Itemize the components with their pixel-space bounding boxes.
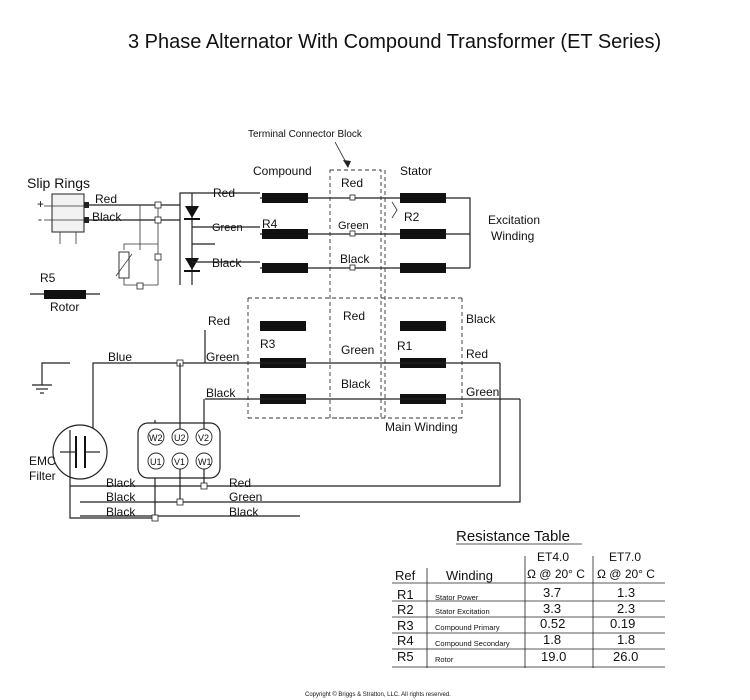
diode-bottom-icon <box>185 258 199 270</box>
row-r5-et7: 26.0 <box>613 649 638 664</box>
rotor-label: Rotor <box>50 300 79 314</box>
slip-red-label: Red <box>95 192 117 206</box>
out-red-label: Red <box>229 476 251 490</box>
slip-red-wire <box>89 192 260 206</box>
blue-wire <box>92 362 205 430</box>
row-r5-et4: 19.0 <box>541 649 566 664</box>
green-output-wire <box>80 399 521 503</box>
stator-label: Stator <box>400 164 432 178</box>
et7-unit-header: Ω @ 20° C <box>597 567 655 581</box>
compound-label: Compound <box>253 164 312 178</box>
prim-black-label: Black <box>206 386 236 400</box>
r2-label: R2 <box>404 210 420 224</box>
r3-label: R3 <box>260 337 276 351</box>
terminal-u1: U1 <box>150 457 162 467</box>
main-winding-label: Main Winding <box>385 420 458 434</box>
out-black-2-label: Black <box>106 490 136 504</box>
et4-header: ET4.0 <box>537 550 569 564</box>
emc-label-2: Filter <box>29 469 56 483</box>
winding-header: Winding <box>446 568 493 583</box>
out-black-3-label: Black <box>106 505 136 519</box>
et7-header: ET7.0 <box>609 550 641 564</box>
compound-secondary-coil-2 <box>262 229 308 239</box>
terminal-w1: W1 <box>198 457 212 467</box>
stator-green-label: Green <box>466 385 499 399</box>
tb-red-label: Red <box>341 176 363 190</box>
row-r1-winding: Stator Power <box>435 593 479 602</box>
red-output-wire <box>70 363 501 487</box>
out-black-4-label: Black <box>229 505 259 519</box>
terminal-block-label: Terminal Connector Block <box>248 129 363 140</box>
emc-filter-icon <box>52 424 108 480</box>
row-r3-et4: 0.52 <box>540 616 565 631</box>
slip-rings-label: Slip Rings <box>27 175 90 191</box>
excitation-label-2: Winding <box>491 229 534 243</box>
stator-excitation-coil-2 <box>400 229 446 239</box>
compound-primary-coil-1 <box>260 321 306 331</box>
row-r4-ref: R4 <box>397 633 414 648</box>
excitation-label-1: Excitation <box>488 213 540 227</box>
plus-sign: + <box>37 197 44 211</box>
terminal-v2: V2 <box>198 433 209 443</box>
blue-label: Blue <box>108 350 132 364</box>
row-r2-winding: Stator Excitation <box>435 607 490 616</box>
row-r2-ref: R2 <box>397 602 414 617</box>
out-black-1-label: Black <box>106 476 136 490</box>
row-r1-et4: 3.7 <box>543 585 561 600</box>
emc-label-1: EMC <box>29 454 56 468</box>
compound-secondary-coil-3 <box>262 263 308 273</box>
et4-unit-header: Ω @ 20° C <box>527 567 585 581</box>
rotor-coil <box>44 290 86 299</box>
stator-red-label: Red <box>466 347 488 361</box>
row-r2-et7: 2.3 <box>617 601 635 616</box>
slip-ring-assembly <box>51 193 85 233</box>
row-r3-ref: R3 <box>397 618 414 633</box>
row-r1-ref: R1 <box>397 587 414 602</box>
tb-black-2-label: Black <box>341 377 371 391</box>
minus-sign: - <box>38 212 42 226</box>
row-r1-et7: 1.3 <box>617 585 635 600</box>
terminal-u2: U2 <box>174 433 186 443</box>
terminal-block-arrowhead <box>343 160 351 168</box>
resistance-table-title: Resistance Table <box>456 528 570 545</box>
r5-label: R5 <box>40 271 56 285</box>
row-r5-ref: R5 <box>397 649 414 664</box>
row-r3-winding: Compound Primary <box>435 623 500 632</box>
out-green-label: Green <box>229 490 262 504</box>
tb-green-2-label: Green <box>341 343 374 357</box>
stator-excitation-coil-1 <box>400 193 446 203</box>
prim-green-label: Green <box>206 350 239 364</box>
comp-green-label: Green <box>212 222 243 234</box>
r4-label: R4 <box>262 217 278 231</box>
row-r5-winding: Rotor <box>435 655 454 664</box>
copyright-footer: Copyright © Briggs & Stratton, LLC. All … <box>305 691 451 698</box>
tb-green-label: Green <box>338 220 369 232</box>
terminal-w2: W2 <box>149 433 163 443</box>
row-r4-et7: 1.8 <box>617 632 635 647</box>
tb-red-2-label: Red <box>343 309 365 323</box>
comp-black-label: Black <box>212 256 242 270</box>
comp-red-label: Red <box>213 186 235 200</box>
stator-excitation-coil-3 <box>400 263 446 273</box>
compound-secondary-coil-1 <box>262 193 308 203</box>
terminal-v1: V1 <box>174 457 185 467</box>
row-r3-et7: 0.19 <box>610 616 635 631</box>
slip-black-label: Black <box>92 210 122 224</box>
row-r4-et4: 1.8 <box>543 632 561 647</box>
ref-header: Ref <box>395 568 416 583</box>
resistance-table-rows: R1 Stator Power 3.7 1.3 R2 Stator Excita… <box>392 585 665 668</box>
row-r2-et4: 3.3 <box>543 601 561 616</box>
diagram-title: 3 Phase Alternator With Compound Transfo… <box>128 31 661 53</box>
prim-red-label: Red <box>208 314 230 328</box>
r1-label: R1 <box>397 339 413 353</box>
stator-black-label: Black <box>466 312 496 326</box>
diode-top-icon <box>185 206 199 218</box>
main-winding-coil-1 <box>400 321 446 331</box>
tb-black-label: Black <box>340 252 370 266</box>
row-r4-winding: Compound Secondary <box>435 639 510 648</box>
